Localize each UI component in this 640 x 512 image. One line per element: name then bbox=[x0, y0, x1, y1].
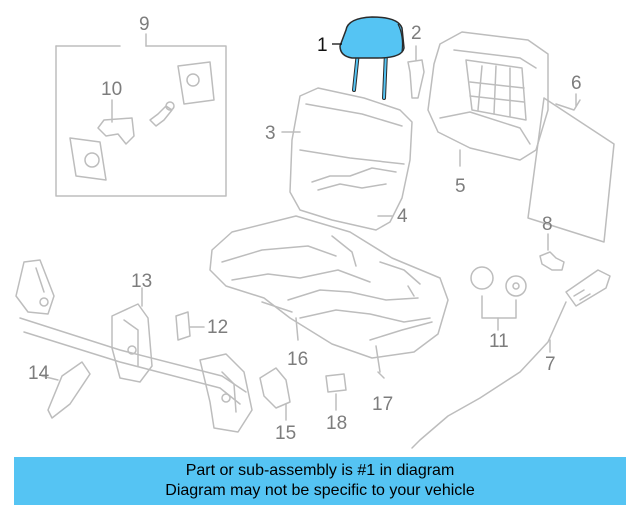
callout-18: 18 bbox=[326, 413, 348, 434]
callout-5: 5 bbox=[455, 176, 466, 197]
callout-10: 10 bbox=[101, 79, 123, 100]
callout-4: 4 bbox=[397, 206, 408, 227]
seat-back-frame-5 bbox=[427, 31, 549, 167]
bolt-part bbox=[149, 101, 175, 127]
callout-17: 17 bbox=[372, 394, 394, 415]
caps-11 bbox=[470, 266, 527, 331]
callout-1: 1 bbox=[317, 35, 328, 56]
back-panel-6 bbox=[527, 93, 615, 243]
seat-cushion bbox=[209, 215, 449, 373]
callout-13: 13 bbox=[131, 271, 153, 292]
callout-14: 14 bbox=[28, 363, 50, 384]
seat-back bbox=[281, 87, 413, 231]
headrest-1 bbox=[339, 16, 405, 100]
plate-part-top bbox=[177, 61, 215, 105]
seat-frame-13 bbox=[15, 259, 253, 433]
callout-9: 9 bbox=[139, 14, 150, 35]
bracket-15 bbox=[259, 367, 291, 421]
hardware-inset-box bbox=[55, 33, 227, 197]
callout-15: 15 bbox=[275, 423, 297, 444]
callout-7: 7 bbox=[545, 354, 556, 375]
banner-line-1: Part or sub-assembly is #1 in diagram bbox=[185, 462, 455, 479]
bracket-10 bbox=[97, 99, 135, 145]
callout-11: 11 bbox=[489, 331, 509, 352]
callout-3: 3 bbox=[265, 123, 276, 144]
headrest-guide-2 bbox=[407, 45, 425, 99]
plate-part-bottom bbox=[69, 137, 107, 181]
callout-8: 8 bbox=[542, 214, 553, 235]
callout-6: 6 bbox=[571, 73, 582, 94]
cable-7 bbox=[411, 269, 611, 449]
bolt-8 bbox=[539, 233, 565, 271]
callout-2: 2 bbox=[411, 23, 422, 44]
callout-16: 16 bbox=[287, 349, 309, 370]
bracket-12 bbox=[175, 311, 205, 341]
info-banner: Part or sub-assembly is #1 in diagram Di… bbox=[14, 457, 626, 505]
banner-line-2: Diagram may not be specific to your vehi… bbox=[165, 482, 475, 499]
clip-18 bbox=[325, 373, 347, 411]
callout-12: 12 bbox=[207, 317, 229, 338]
